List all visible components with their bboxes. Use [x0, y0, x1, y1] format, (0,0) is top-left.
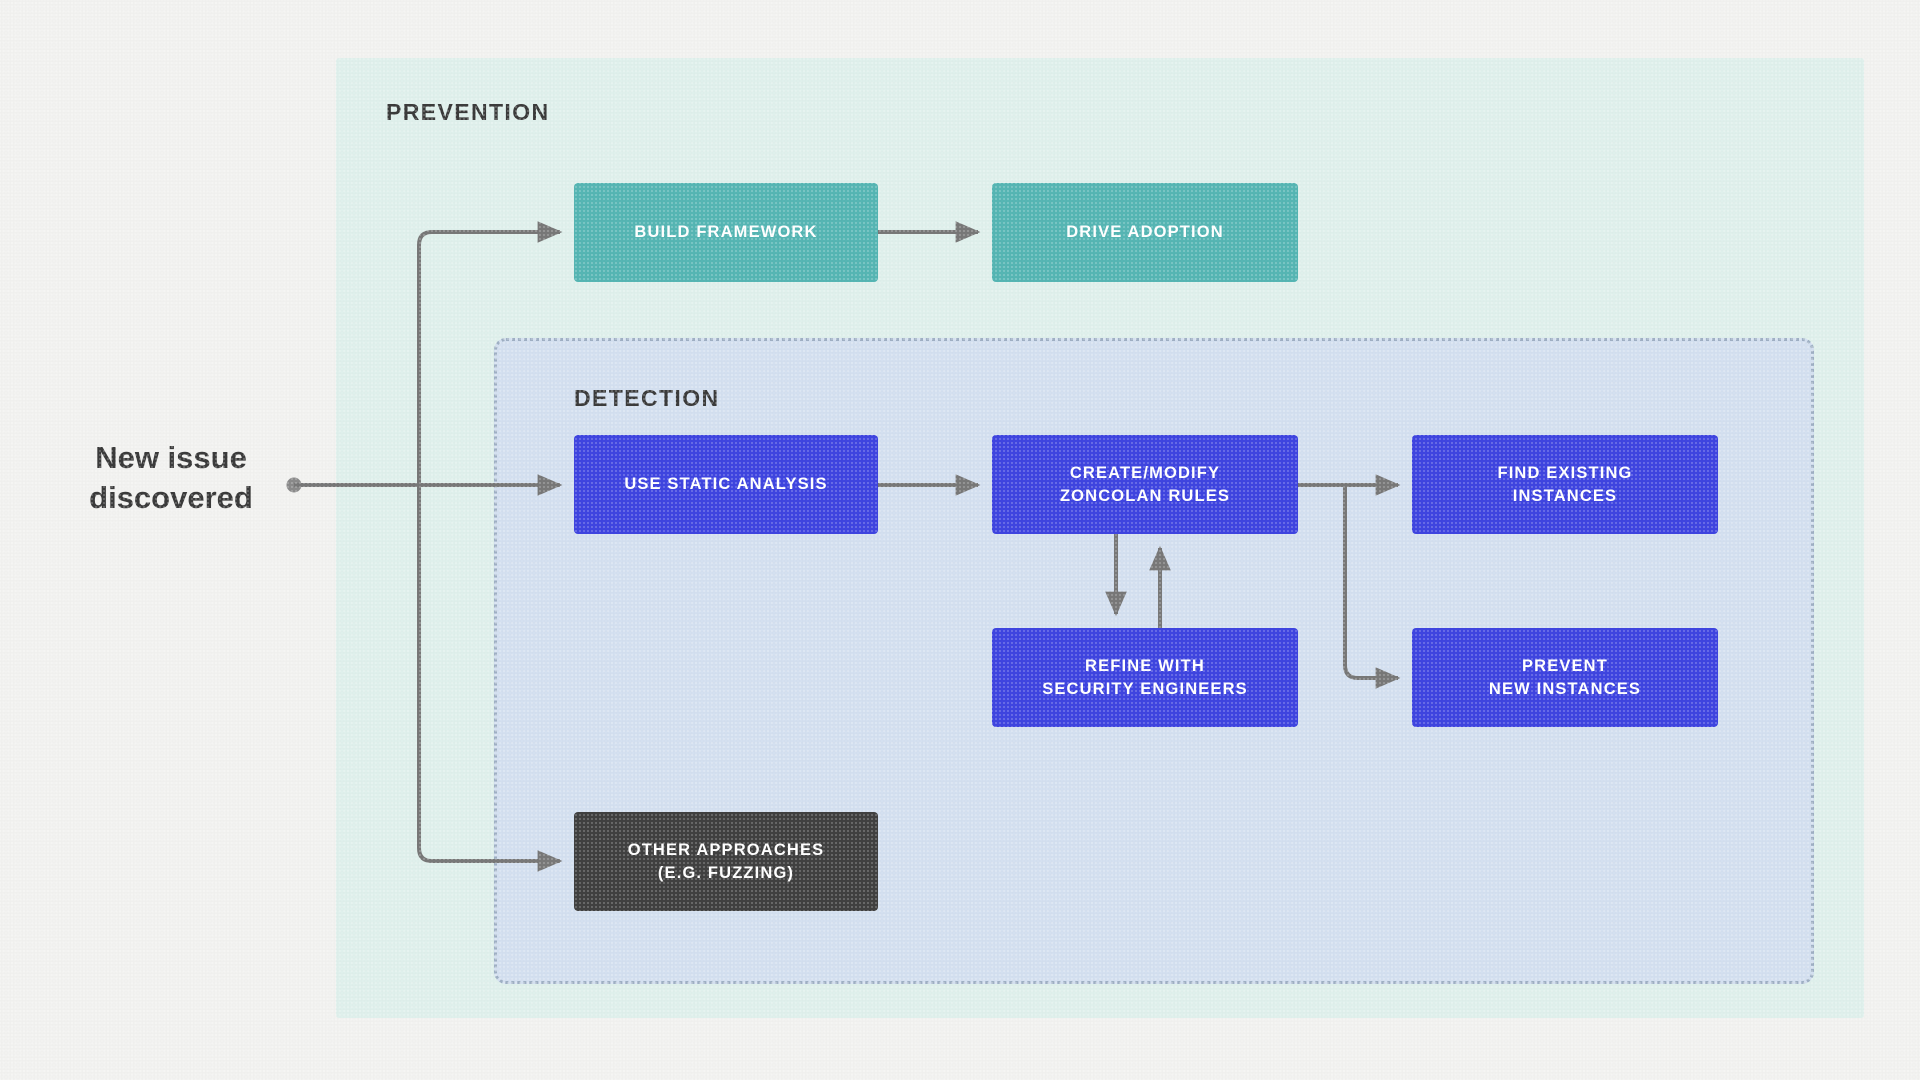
- edge-start-to-other-approaches: [417, 485, 563, 872]
- node-other-approaches[interactable]: OTHER APPROACHES (E.G. FUZZING): [574, 812, 878, 911]
- node-find-existing-instances[interactable]: FIND EXISTING INSTANCES: [1412, 435, 1718, 534]
- start-node-label: New issue discovered: [89, 440, 253, 515]
- node-use-static-analysis[interactable]: USE STATIC ANALYSIS: [574, 435, 878, 534]
- edge-create-modify-to-prevent-new-instances: [1343, 485, 1401, 689]
- node-build-framework[interactable]: BUILD FRAMEWORK: [574, 183, 878, 282]
- node-drive-adoption[interactable]: DRIVE ADOPTION: [992, 183, 1298, 282]
- node-prevent-new-instances[interactable]: PREVENT NEW INSTANCES: [1412, 628, 1718, 727]
- panel-prevention-label: PREVENTION: [386, 99, 550, 125]
- panel-detection-label: DETECTION: [574, 385, 720, 411]
- edge-start-to-build-framework: [417, 221, 563, 485]
- node-refine-with-security-engineers[interactable]: REFINE WITH SECURITY ENGINEERS: [992, 628, 1298, 727]
- node-create-modify-zoncolan-rules[interactable]: CREATE/MODIFY ZONCOLAN RULES: [992, 435, 1298, 534]
